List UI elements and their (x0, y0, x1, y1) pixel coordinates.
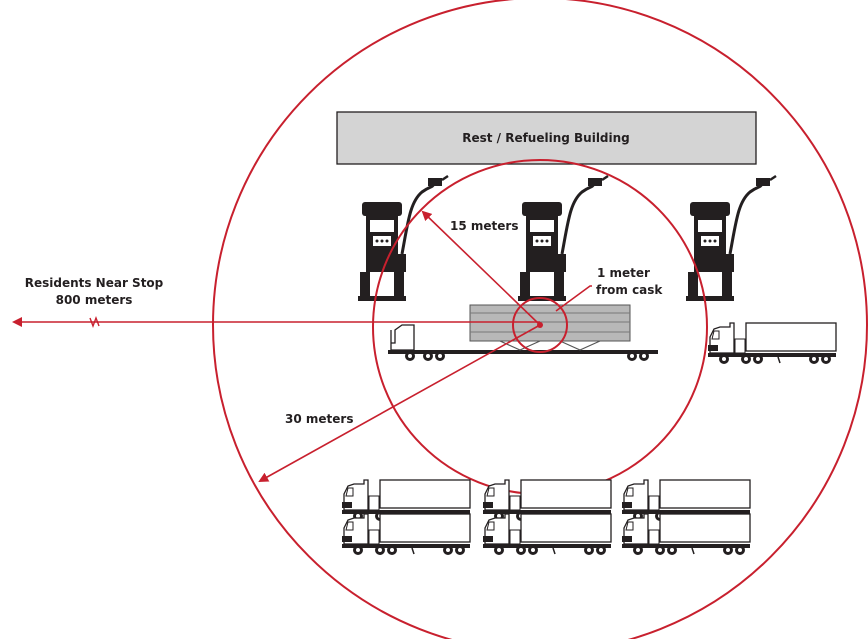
fuel-pump-icon (684, 174, 778, 303)
arrow-30m (258, 324, 541, 482)
outer-radius-ring (212, 0, 868, 639)
residents-label-line2: 800 meters (56, 293, 133, 307)
fuel-pump-icon (356, 174, 450, 303)
semi-truck-icon (621, 513, 751, 556)
label-1m-line2: from cask (596, 283, 663, 297)
semi-truck-icon (341, 513, 471, 556)
label-1m-line1: 1 meter (597, 266, 650, 280)
break-mark (89, 316, 100, 328)
arrow-15m (421, 210, 541, 326)
building-label: Rest / Refueling Building (462, 131, 630, 145)
label-30m: 30 meters (285, 412, 353, 426)
semi-truck-icon (707, 322, 837, 365)
cask-radius-ring (512, 297, 568, 353)
cask-railcar-icon (388, 304, 658, 361)
semi-truck-icon (482, 513, 612, 556)
refueling-building (336, 111, 757, 165)
residents-label-line1: Residents Near Stop (25, 276, 164, 290)
fuel-pump-icon (516, 174, 610, 303)
leader-1m (555, 285, 592, 312)
label-15m: 15 meters (450, 219, 518, 233)
